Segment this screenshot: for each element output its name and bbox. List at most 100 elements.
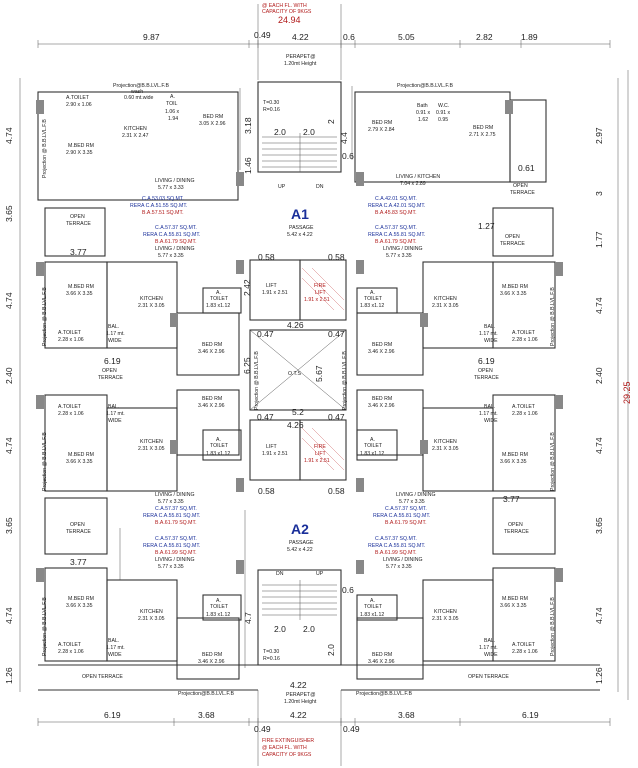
u2-bal: BAL. [108, 324, 119, 330]
u3l-atoilet-s-2: TOILET [210, 443, 229, 449]
proj-v-c1: Projection @ B.B.LVL.F.B [254, 351, 260, 410]
u2-atoilet-size: 2.28 x 1.06 [58, 337, 84, 343]
r3-kitchen: KITCHEN [434, 439, 457, 445]
r1-bed-b: BED RM [473, 125, 493, 131]
lift-size-b: 1.91 x 2.51 [262, 451, 288, 457]
left-middle: 6.19 OPEN TERRACE [98, 356, 123, 381]
a1-tread: T=0.30 [263, 100, 279, 106]
u3l-kitchen-size: 2.31 X 3.05 [138, 446, 165, 452]
u3l-kitchen: KITCHEN [140, 439, 163, 445]
lift-b: LIFT [266, 444, 277, 450]
r4-kitchen: KITCHEN [434, 609, 457, 615]
r2-terrace-2: TERRACE [500, 241, 525, 247]
u2-bal-3: WIDE [108, 338, 122, 344]
r3-atoilet-s-2: TOILET [364, 443, 383, 449]
dim-4-7: 4.7 [243, 612, 253, 624]
projection-bottom-left: Projection@B.B.LVL.F.B [178, 691, 234, 697]
u4l-mbed: M.BED RM [68, 596, 94, 602]
fire-lift-a-2: LIFT [315, 290, 326, 296]
r3-bed: BED RM [372, 396, 392, 402]
u3l-bed: BED RM [202, 396, 222, 402]
dim-right-7: 4.74 [594, 607, 604, 624]
fire-lift-size-b: 1.91 x 2.51 [304, 458, 330, 464]
dim-top-9-87: 9.87 [143, 32, 160, 42]
r1-bed-a: BED RM [372, 120, 392, 126]
a1-passage: PASSAGE [289, 225, 314, 231]
dim-left-6: 4.74 [4, 607, 14, 624]
dim-1-46: 1.46 [243, 157, 253, 174]
parapet-top: PERAPET@ [286, 54, 315, 60]
r3-area-ca: C.A.57.37 SQ.MT. [385, 506, 427, 512]
r1-dim-0-61: 0.61 [518, 163, 535, 173]
u2-dim-3-77: 3.77 [70, 247, 87, 257]
parapet-bottom: PERAPET@ [286, 692, 315, 698]
r4-bal-3: WIDE [484, 652, 498, 658]
u2-bed: BED RM [202, 342, 222, 348]
r1-bed-a-size: 2.79 X 2.84 [368, 127, 395, 133]
dim-0-47-d: 0.47 [328, 412, 345, 422]
dim-0-6-b: 0.6 [342, 585, 354, 595]
u1-terrace: OPEN [70, 214, 85, 220]
r3-atoilet-s: A. [370, 437, 375, 443]
r4-atoilet: A.TOILET [512, 642, 536, 648]
r-mid-terrace-2: TERRACE [474, 375, 499, 381]
dim-5-2: 5.2 [292, 407, 304, 417]
u1-living: LIVING / DINING [155, 178, 195, 184]
r2-atoilet-size: 2.28 x 1.06 [512, 337, 538, 343]
u3l-bal: BAL. [108, 404, 119, 410]
r4-bal: BAL. [484, 638, 495, 644]
u3l-atoilet-s-size: 1.83 x1.12 [206, 451, 230, 457]
dim-4-26-b: 4.26 [287, 420, 304, 430]
u4l-bal-2: 1.17 mt. [106, 645, 125, 651]
dim-bot-0-49-b: 0.49 [343, 724, 360, 734]
proj-v-r1: Projection @ B.B.LVL.F.B [550, 287, 556, 346]
u1-atoilet: A.TOILET [66, 95, 90, 101]
r2-bal-3: WIDE [484, 338, 498, 344]
unit-left-3: BED RM 3.46 X 2.96 A.TOILET 2.28 x 1.06 … [58, 396, 230, 535]
u4l-kitchen-size: 2.31 X 3.05 [138, 616, 165, 622]
u2-kitchen: KITCHEN [140, 296, 163, 302]
u3l-terrace: OPEN [70, 522, 85, 528]
u1-atoil-size: 1.06 x [165, 109, 180, 115]
r3-bal: BAL. [484, 404, 495, 410]
fire-ext-bottom: FIRE EXTINGUISHER [262, 738, 314, 744]
dim-2-42: 2.42 [242, 279, 252, 296]
dim-0-58-b: 0.58 [328, 252, 345, 262]
parapet-top-2: 1.20mt Height [284, 61, 317, 67]
r1-area-ca: C.A.42.01 SQ.MT. [375, 196, 417, 202]
r3-bal-3: WIDE [484, 418, 498, 424]
l-mid-terrace: OPEN [102, 368, 117, 374]
r1-bath: Bath [417, 103, 428, 109]
a1-up: UP [278, 184, 286, 190]
u2-bal-2: 1.17 mt. [106, 331, 125, 337]
u4l-atoilet-size: 2.28 x 1.06 [58, 649, 84, 655]
r4-bal-2: 1.17 mt. [479, 645, 498, 651]
u4l-kitchen: KITCHEN [140, 609, 163, 615]
u1-terrace-2: TERRACE [66, 221, 91, 227]
u1-kitchen: KITCHEN [124, 126, 147, 132]
r1-terrace-2: TERRACE [510, 190, 535, 196]
dim-left-3: 2.40 [4, 367, 14, 384]
right-middle: 6.19 OPEN TERRACE [474, 356, 499, 381]
unit-left-4: C.A.57.37 SQ.MT. RERA C.A.55.81 SQ.MT. B… [58, 536, 230, 680]
r-dim-6-19: 6.19 [478, 356, 495, 366]
u2-atoilet: A.TOILET [58, 330, 82, 336]
dim-2-0-e: 2.0 [326, 644, 336, 656]
u3l-mbed: M.BED RM [68, 452, 94, 458]
a2-up: UP [316, 571, 324, 577]
r1-wc-3: 0.95 [438, 117, 448, 123]
dim-bot-4-22: 4.22 [290, 710, 307, 720]
u4l-mbed-size: 3.66 X 3.35 [66, 603, 93, 609]
dim-0-58-d: 0.58 [328, 486, 345, 496]
bottom-top-width: 4.22 [290, 680, 307, 690]
r2-area-ca: C.A.57.37 SQ.MT. [375, 225, 417, 231]
u4l-atoilet-s-2: TOILET [210, 604, 229, 610]
u4l-atoilet-s-size: 1.83 x1.12 [206, 612, 230, 618]
r4-living: LIVING / DINING [383, 557, 423, 563]
u2-atoilet-s: A. [216, 290, 221, 296]
u3l-bed-size: 3.46 X 2.96 [198, 403, 225, 409]
r4-atoilet-s-size: 1.83 x1.12 [360, 612, 384, 618]
r1-area-ba: B.A.45.83 SQ.MT. [375, 210, 417, 216]
unit-top-left: A.TOILET 2.90 x 1.06 wash 0.60 mt.wide A… [66, 89, 226, 227]
proj-v-r2: Projection @ B.B.LVL.F.B [550, 432, 556, 491]
